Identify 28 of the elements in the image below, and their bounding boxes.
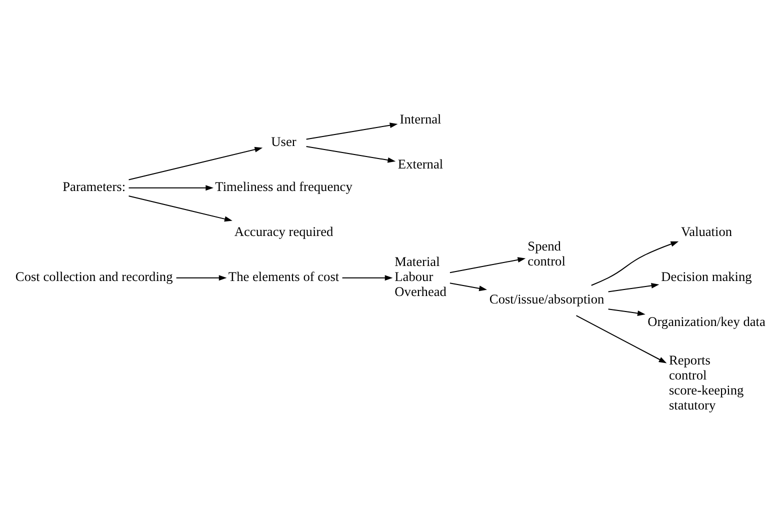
arrow [176, 274, 227, 280]
arrow [306, 122, 398, 140]
node-text: Decision making [661, 268, 752, 284]
arrow [608, 282, 660, 292]
node-text: Cost/issue/absorption [489, 291, 604, 306]
node-text: Material Labour Overhead [394, 254, 446, 299]
arrow [449, 282, 487, 291]
arrow [608, 308, 646, 316]
arrow [306, 145, 396, 162]
node-text: User [271, 134, 296, 149]
node-text: Timeliness and frequency [215, 178, 352, 194]
node-text: Cost collection and recording [15, 268, 173, 284]
arrow [128, 146, 263, 180]
arrow [342, 274, 393, 280]
node-text: Parameters: [62, 178, 126, 194]
node-text: Valuation [680, 224, 732, 239]
node-text: Reports control score-keeping statutory [668, 352, 744, 412]
arrow [128, 184, 214, 190]
node-text: Accuracy required [234, 224, 334, 239]
node-text: Internal [400, 111, 442, 126]
arrow [449, 256, 526, 273]
arrow [590, 240, 679, 286]
node-text: The elements of cost [228, 268, 340, 284]
node-text: Organization/key data [648, 314, 766, 329]
node-text: Spend control [528, 238, 566, 268]
arrow [576, 314, 667, 363]
node-text: External [398, 156, 444, 172]
arrow [128, 194, 232, 222]
